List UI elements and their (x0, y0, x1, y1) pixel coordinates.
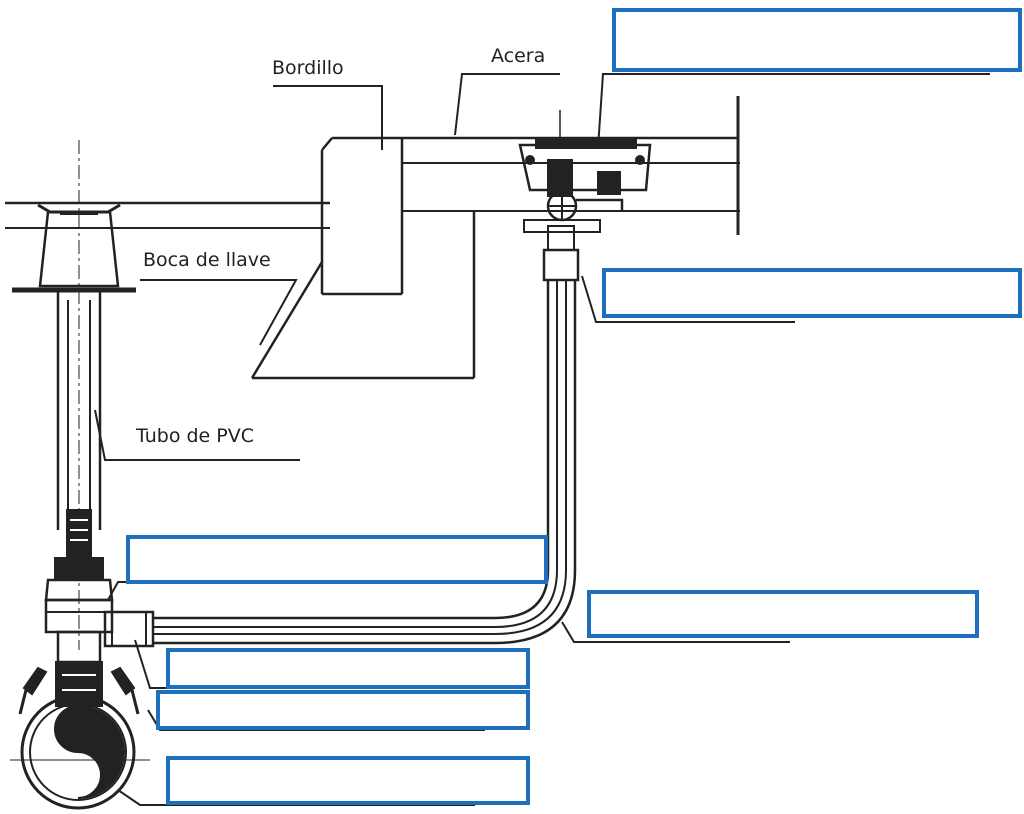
label-boca-de-llave: Boca de llave (143, 249, 271, 271)
blank-box-meter-box[interactable] (612, 8, 1022, 72)
label-bordillo: Bordillo (272, 57, 344, 79)
blank-box-service-pipe[interactable] (587, 590, 979, 638)
curb-sidewalk (250, 96, 740, 380)
blank-box-saddle-clamp[interactable] (156, 690, 530, 730)
meter-box (518, 110, 652, 233)
blank-box-main-pipe[interactable] (166, 756, 530, 805)
blank-box-valve[interactable] (126, 535, 548, 584)
label-acera: Acera (491, 45, 545, 67)
key-box-assembly (5, 140, 330, 810)
leader-lines (94, 73, 990, 806)
label-tubo-pvc: Tubo de PVC (135, 425, 254, 447)
blank-box-connector[interactable] (166, 648, 530, 689)
blank-box-riser-coupling[interactable] (602, 268, 1022, 318)
service-pipe (103, 225, 580, 648)
